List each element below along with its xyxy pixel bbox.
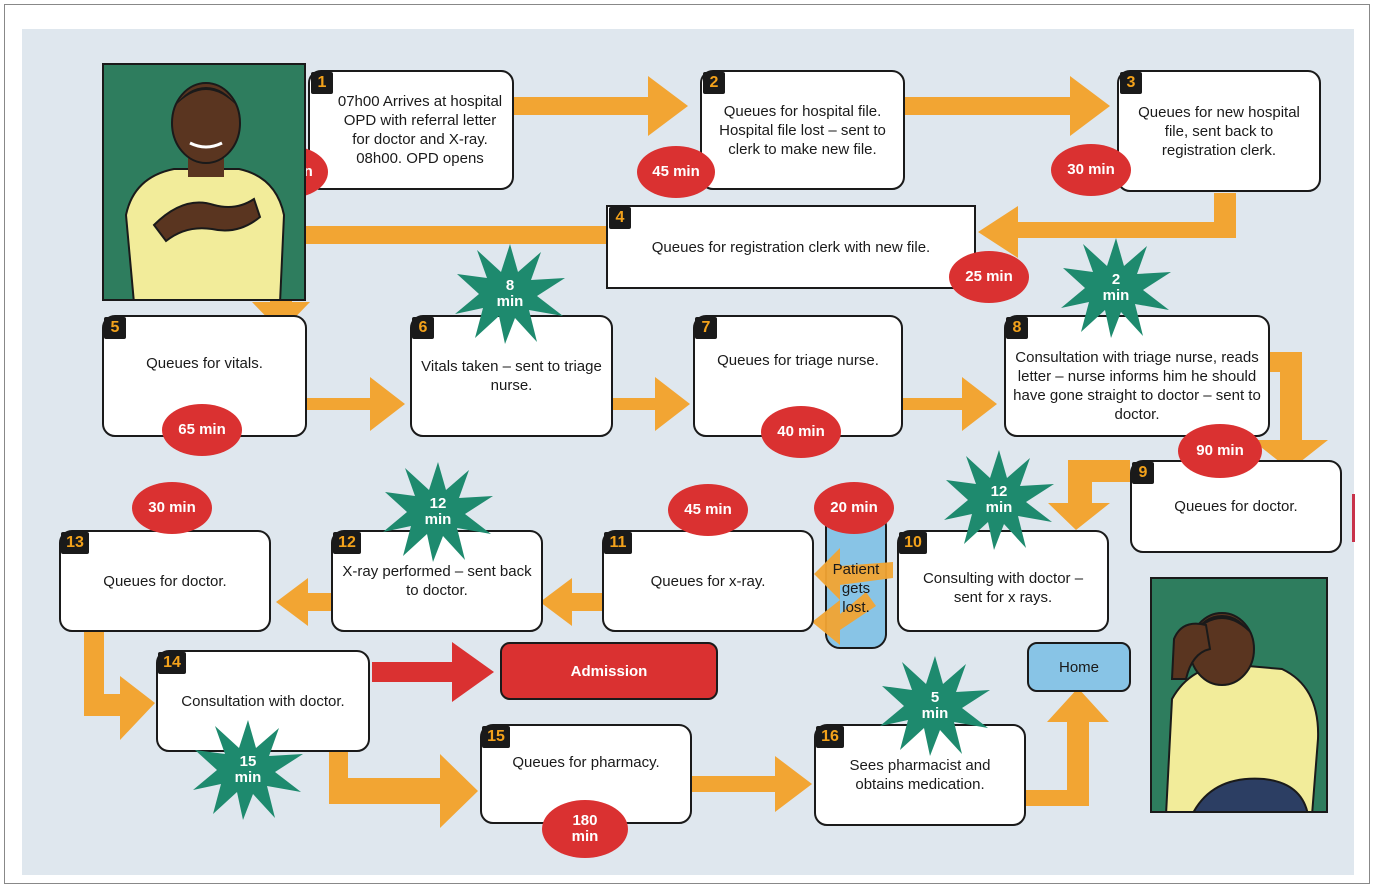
lost-label: Patient gets lost. xyxy=(832,561,880,616)
burst-step-6-label: 8 min xyxy=(496,277,524,310)
patient-figure xyxy=(1152,579,1326,811)
step-10-number: 10 xyxy=(899,532,927,554)
arrow-2-to-3 xyxy=(905,76,1110,136)
burst-step-16-label: 5 min xyxy=(921,689,949,722)
step-3-text: Queues for new hospital file, sent back … xyxy=(1138,103,1300,159)
step-16-text: Sees pharmacist and obtains medication. xyxy=(849,757,991,793)
step-1-text: 07h00 Arrives at hospital OPD with refer… xyxy=(337,93,503,167)
step-15-number: 15 xyxy=(482,726,510,748)
admission-label: Admission xyxy=(570,662,648,680)
step-8-text: Consultation with triage nurse, reads le… xyxy=(1013,349,1261,423)
wait-step-13: 30 min xyxy=(132,482,212,534)
burst-shape xyxy=(880,656,990,756)
step-14-box: Consultation with doctor. xyxy=(156,650,370,752)
step-10-text: Consulting with doctor – sent for x rays… xyxy=(922,570,1084,606)
arrow-16-to-home xyxy=(1016,688,1109,806)
step-14-text: Consultation with doctor. xyxy=(181,692,345,710)
step-2-box: Queues for hospital file. Hospital file … xyxy=(700,70,905,190)
step-5-text: Queues for vitals. xyxy=(146,354,263,372)
burst-step-12-label: 12 min xyxy=(424,495,452,528)
burst-step-8: 2 min xyxy=(1061,238,1171,338)
wait-step-15: 180 min xyxy=(542,800,628,858)
arrow-1-to-2 xyxy=(513,76,688,136)
arrow-7-to-8 xyxy=(897,377,997,431)
step-7-number: 7 xyxy=(695,317,717,339)
burst-step-12: 12 min xyxy=(383,462,493,562)
burst-step-6: 8 min xyxy=(455,244,565,344)
patient-chest-pain-illustration xyxy=(102,63,306,301)
arrow-9-to-10 xyxy=(1048,460,1130,530)
burst-shape xyxy=(455,244,565,344)
step-3-number: 3 xyxy=(1120,72,1142,94)
wait-lost: 20 min xyxy=(814,482,894,534)
step-6-number: 6 xyxy=(412,317,434,339)
step-12-number: 12 xyxy=(333,532,361,554)
wait-step-2: 45 min xyxy=(637,146,715,198)
step-5-number: 5 xyxy=(104,317,126,339)
burst-shape xyxy=(193,720,303,820)
step-8-box: Consultation with triage nurse, reads le… xyxy=(1004,315,1270,437)
arrow-14-to-15 xyxy=(329,746,478,828)
step-2-text: Queues for hospital file. Hospital file … xyxy=(719,102,886,158)
step-14-number: 14 xyxy=(158,652,186,674)
step-3-box: Queues for new hospital file, sent back … xyxy=(1117,70,1321,192)
burst-step-16: 5 min xyxy=(880,656,990,756)
home-label: Home xyxy=(1058,658,1099,676)
burst-step-10: 12 min xyxy=(944,450,1054,550)
step-1-box: 07h00 Arrives at hospital OPD with refer… xyxy=(308,70,514,190)
step-11-box: Queues for x-ray. xyxy=(602,530,814,632)
arrow-12-to-13 xyxy=(276,578,343,626)
burst-step-14: 15 min xyxy=(193,720,303,820)
edge-marker xyxy=(1352,494,1355,542)
step-11-number: 11 xyxy=(604,532,632,554)
burst-shape xyxy=(1061,238,1171,338)
step-7-text: Queues for triage nurse. xyxy=(717,351,879,369)
arrow-8-to-9 xyxy=(1252,352,1328,470)
arrow-13-to-14 xyxy=(84,626,155,740)
burst-step-10-label: 12 min xyxy=(985,483,1013,516)
burst-step-8-label: 2 min xyxy=(1102,271,1130,304)
arrow-15-to-16 xyxy=(690,756,812,812)
step-1-number: 1 xyxy=(311,72,333,94)
arrow-3-to-4 xyxy=(978,193,1236,258)
step-13-box: Queues for doctor. xyxy=(59,530,271,632)
lost-loop-arrow-bottom xyxy=(812,592,876,645)
step-13-number: 13 xyxy=(61,532,89,554)
patient-distressed-illustration xyxy=(1150,577,1328,813)
step-4-number: 4 xyxy=(609,207,631,229)
home-box: Home xyxy=(1027,642,1131,692)
wait-step-7: 40 min xyxy=(761,406,841,458)
wait-step-4: 25 min xyxy=(949,251,1029,303)
step-10-box: Consulting with doctor – sent for x rays… xyxy=(897,530,1109,632)
arrow-11-to-12 xyxy=(540,578,612,626)
arrow-6-to-7 xyxy=(608,377,690,431)
patient-figure xyxy=(104,65,304,299)
step-15-text: Queues for pharmacy. xyxy=(512,753,660,771)
step-13-text: Queues for doctor. xyxy=(103,572,227,590)
step-9-text: Queues for doctor. xyxy=(1174,498,1298,515)
admission-box: Admission xyxy=(500,642,718,700)
lost-loop-arrow-top xyxy=(814,548,893,600)
step-12-text: X-ray performed – sent back to doctor. xyxy=(342,563,532,599)
step-16-number: 16 xyxy=(816,726,844,748)
wait-step-11: 45 min xyxy=(668,484,748,536)
arrow-14-to-admission xyxy=(372,642,494,702)
burst-shape xyxy=(944,450,1054,550)
step-4-text: Queues for registration clerk with new f… xyxy=(651,238,931,256)
step-6-text: Vitals taken – sent to triage nurse. xyxy=(421,358,602,394)
burst-shape xyxy=(383,462,493,562)
wait-step-5: 65 min xyxy=(162,404,242,456)
step-4-box: Queues for registration clerk with new f… xyxy=(606,205,976,289)
step-8-number: 8 xyxy=(1006,317,1028,339)
step-6-box: Vitals taken – sent to triage nurse. xyxy=(410,315,613,437)
burst-step-14-label: 15 min xyxy=(234,753,262,786)
wait-step-3: 30 min xyxy=(1051,144,1131,196)
step-2-number: 2 xyxy=(703,72,725,94)
wait-step-9: 90 min xyxy=(1178,424,1262,478)
arrow-5-to-6 xyxy=(302,377,405,431)
step-9-number: 9 xyxy=(1132,462,1154,484)
step-11-text: Queues for x-ray. xyxy=(650,572,766,590)
